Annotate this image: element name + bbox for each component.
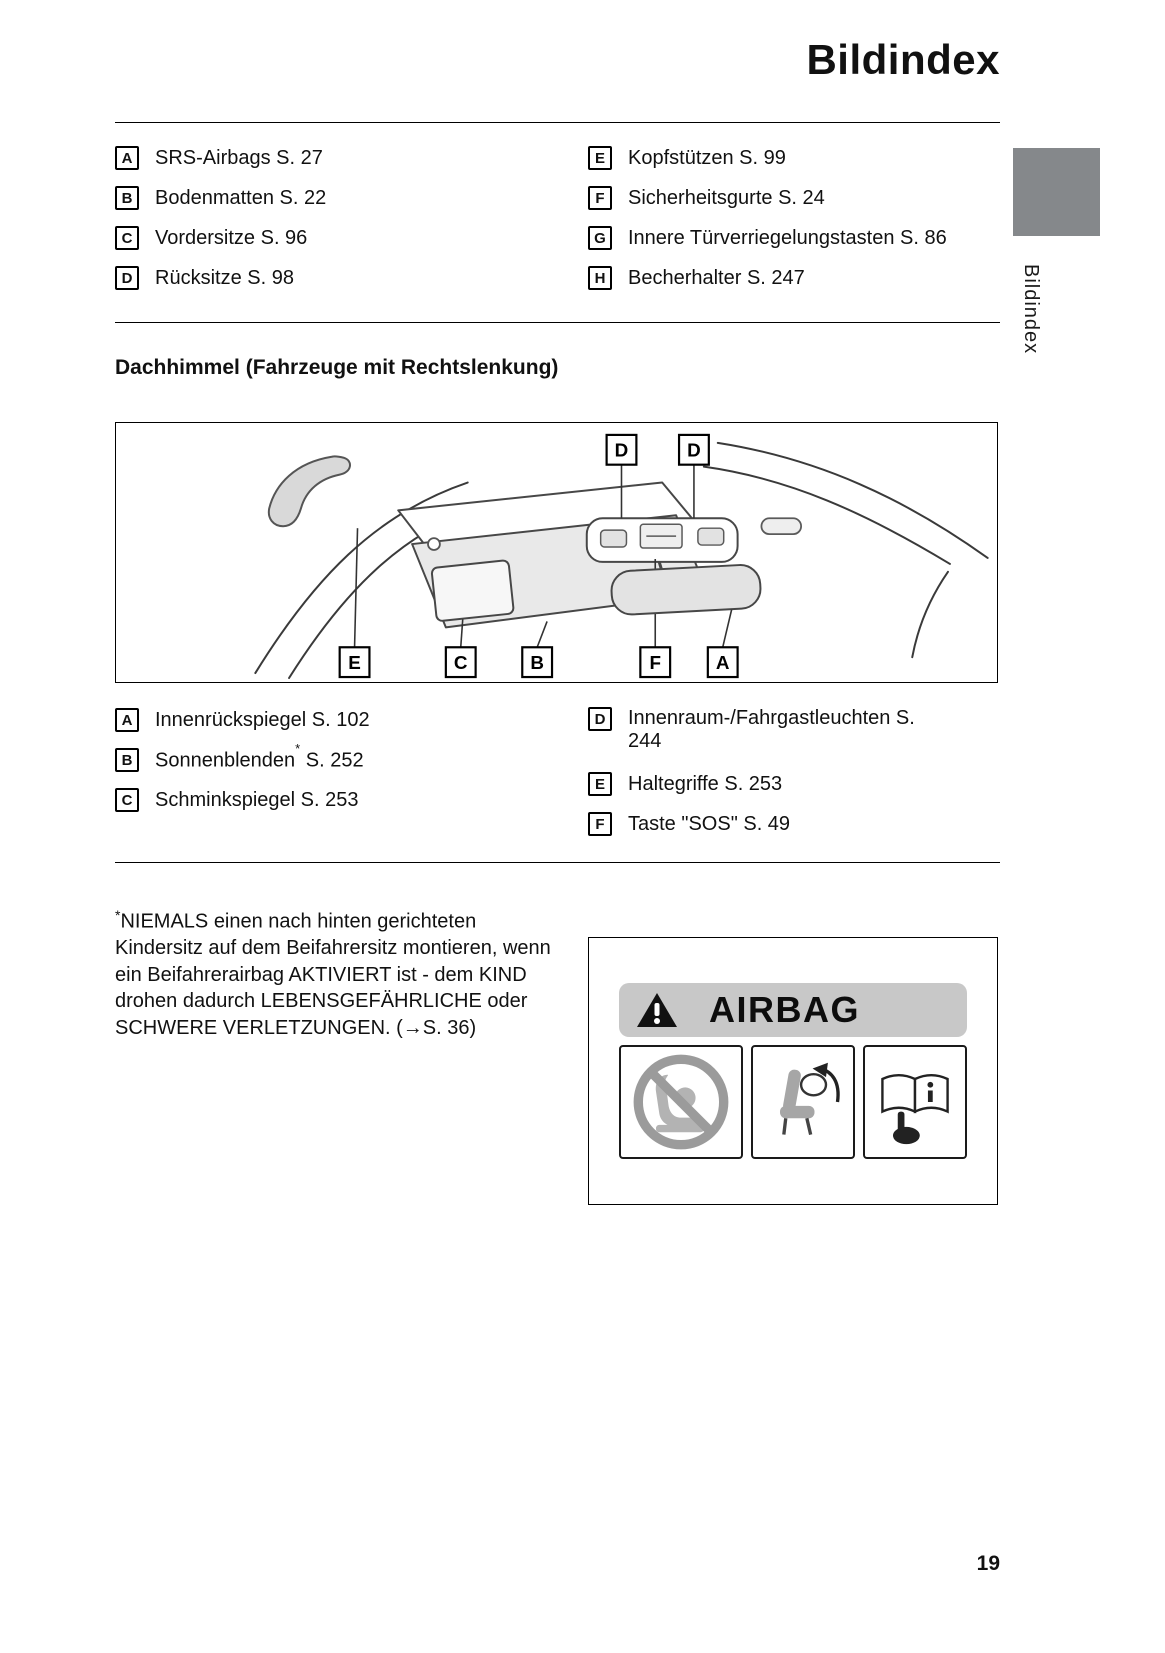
divider-middle bbox=[115, 322, 1000, 323]
index-item: G Innere Türverriegelungstasten S. 86 bbox=[588, 218, 1000, 258]
index-top-right-column: E Kopfstützen S. 99 F Sicherheitsgurte S… bbox=[588, 138, 1000, 298]
item-key-box: C bbox=[115, 788, 139, 812]
index-item: E Kopfstützen S. 99 bbox=[588, 138, 1000, 178]
item-label: SRS-Airbags S. 27 bbox=[155, 146, 323, 169]
visor-pivot bbox=[427, 537, 441, 551]
chapter-tab bbox=[1013, 148, 1100, 236]
owners-manual-book-icon bbox=[863, 1045, 967, 1159]
item-key-box: G bbox=[588, 226, 612, 250]
index-item: F Taste "SOS" S. 49 bbox=[588, 804, 1000, 844]
item-label: Innenrückspiegel S. 102 bbox=[155, 708, 370, 731]
page-title: Bildindex bbox=[806, 36, 1000, 83]
callout-c: C bbox=[444, 646, 477, 679]
divider-top bbox=[115, 122, 1000, 123]
airbag-label-header: AIRBAG bbox=[619, 983, 967, 1037]
item-label: Innenraum-/Fahrgastleuchten S. 244 bbox=[628, 707, 915, 752]
callout-a: A bbox=[706, 646, 739, 679]
airbag-label-title: AIRBAG bbox=[709, 989, 860, 1030]
page-number: 19 bbox=[976, 1552, 1000, 1575]
item-label: Bodenmatten S. 22 bbox=[155, 186, 327, 209]
item-label: Rücksitze S. 98 bbox=[155, 266, 294, 289]
index-bottom-left-column: A Innenrückspiegel S. 102 B Sonnenblende… bbox=[115, 700, 588, 844]
index-item: D Innenraum-/Fahrgastleuchten S. 244 bbox=[588, 700, 1000, 764]
item-key-box: B bbox=[115, 748, 139, 772]
headliner-diagram: D D E C B F A bbox=[115, 422, 998, 683]
index-item: F Sicherheitsgurte S. 24 bbox=[588, 178, 1000, 218]
warning-triangle-icon bbox=[637, 993, 677, 1027]
index-top-left-column: A SRS-Airbags S. 27 B Bodenmatten S. 22 … bbox=[115, 138, 588, 298]
footnote-text: *NIEMALS einen nach hinten gerichteten K… bbox=[115, 907, 551, 1039]
airbag-warning-label: AIRBAG bbox=[619, 983, 967, 1159]
item-key-box: F bbox=[588, 186, 612, 210]
item-key-box: C bbox=[115, 226, 139, 250]
item-key-box: D bbox=[115, 266, 139, 290]
index-item: D Rücksitze S. 98 bbox=[115, 258, 588, 298]
callout-letter: B bbox=[530, 652, 544, 673]
headliner-illustration: D D E C B F A bbox=[254, 433, 989, 680]
item-label: Sonnenblenden* S. 252 bbox=[155, 741, 364, 772]
section-heading: Dachhimmel (Fahrzeuge mit Rechtslenkung) bbox=[115, 356, 559, 379]
callout-letter: C bbox=[454, 652, 468, 673]
index-item: A SRS-Airbags S. 27 bbox=[115, 138, 588, 178]
item-key-box: B bbox=[115, 186, 139, 210]
callout-letter: E bbox=[348, 652, 361, 673]
footnote-marker: * bbox=[295, 741, 301, 757]
right-roof-sketch bbox=[702, 441, 989, 659]
callout-d-right: D bbox=[677, 433, 710, 466]
index-bottom-right-column: D Innenraum-/Fahrgastleuchten S. 244 E H… bbox=[588, 700, 1000, 844]
no-rear-facing-child-seat-icon bbox=[619, 1045, 743, 1159]
item-key-box: A bbox=[115, 708, 139, 732]
item-label: Sicherheitsgurte S. 24 bbox=[628, 186, 825, 209]
callout-letter: D bbox=[615, 440, 629, 461]
index-item: B Sonnenblenden* S. 252 bbox=[115, 740, 588, 780]
item-label: Schminkspiegel S. 253 bbox=[155, 788, 359, 811]
index-item: A Innenrückspiegel S. 102 bbox=[115, 700, 588, 740]
item-key-box: F bbox=[588, 812, 612, 836]
airbag-warning-figure: AIRBAG bbox=[588, 937, 998, 1205]
index-item: B Bodenmatten S. 22 bbox=[115, 178, 588, 218]
item-label: Becherhalter S. 247 bbox=[628, 266, 805, 289]
picture-index-bottom: A Innenrückspiegel S. 102 B Sonnenblende… bbox=[115, 700, 1000, 844]
picture-index-top: A SRS-Airbags S. 27 B Bodenmatten S. 22 … bbox=[115, 138, 1000, 298]
rearview-mirror bbox=[610, 564, 762, 616]
index-item: H Becherhalter S. 247 bbox=[588, 258, 1000, 298]
item-key-box: H bbox=[588, 266, 612, 290]
index-item: C Schminkspiegel S. 253 bbox=[115, 780, 588, 820]
divider-bottom bbox=[115, 862, 1000, 863]
callout-letter: A bbox=[716, 652, 730, 673]
callout-f: F bbox=[639, 646, 672, 679]
index-item: E Haltegriffe S. 253 bbox=[588, 764, 1000, 804]
item-label: Vordersitze S. 96 bbox=[155, 226, 308, 249]
overhead-console bbox=[585, 517, 739, 563]
item-label: Haltegriffe S. 253 bbox=[628, 772, 783, 795]
item-key-box: E bbox=[588, 772, 612, 796]
airbag-deployment-icon bbox=[751, 1045, 855, 1159]
item-label: Innere Türverriegelungstasten S. 86 bbox=[628, 226, 947, 249]
grab-handle bbox=[267, 455, 351, 528]
footnote-marker: * bbox=[115, 907, 121, 923]
callout-d-left: D bbox=[605, 433, 638, 466]
item-key-box: D bbox=[588, 707, 612, 731]
callout-b: B bbox=[521, 646, 554, 679]
item-key-box: E bbox=[588, 146, 612, 170]
item-label: Kopfstützen S. 99 bbox=[628, 146, 786, 169]
callout-e: E bbox=[338, 646, 371, 679]
chapter-tab-label: Bildindex bbox=[1020, 264, 1042, 355]
item-label: Taste "SOS" S. 49 bbox=[628, 812, 791, 835]
leader-lines bbox=[353, 464, 733, 648]
index-item: C Vordersitze S. 96 bbox=[115, 218, 588, 258]
vanity-mirror bbox=[430, 559, 515, 622]
callout-letter: D bbox=[687, 440, 701, 461]
item-key-box: A bbox=[115, 146, 139, 170]
airbag-pictograms bbox=[619, 1045, 967, 1159]
callout-letter: F bbox=[649, 652, 661, 673]
